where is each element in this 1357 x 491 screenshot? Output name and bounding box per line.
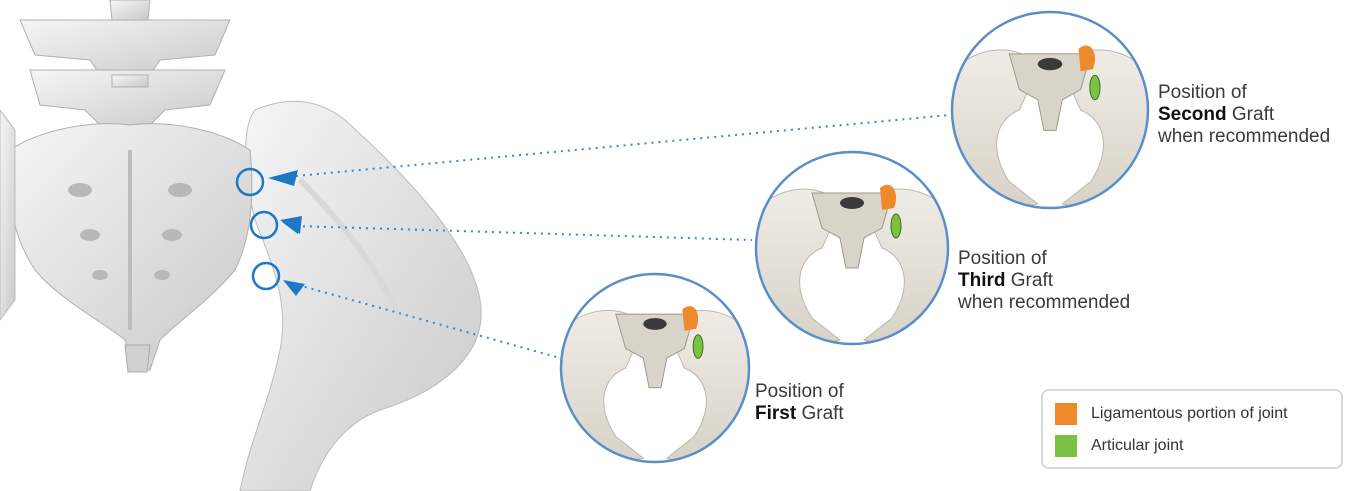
legend-label: Articular joint [1091, 437, 1183, 455]
legend-item-articular: Articular joint [1055, 435, 1183, 457]
caption-second-graft: Position of Second Graft when recommende… [1158, 82, 1330, 148]
ligamentous-joint-marker [682, 306, 698, 331]
lumbar-vertebrae [20, 0, 230, 125]
legend-item-ligamentous: Ligamentous portion of joint [1055, 403, 1288, 425]
pelvis-view-first [557, 274, 753, 462]
legend: Ligamentous portion of joint Articular j… [1041, 389, 1343, 469]
caption-third-graft: Position of Third Graft when recommended [958, 248, 1130, 314]
caption-bold: First [755, 403, 796, 424]
ilium-wing [240, 101, 481, 491]
articular-joint-marker [693, 335, 703, 359]
ligamentous-joint-marker [880, 185, 896, 210]
pelvis-view-third [752, 152, 952, 344]
legend-swatch-green [1055, 435, 1077, 457]
legend-swatch-orange [1055, 403, 1077, 425]
caption-first-graft: Position of First Graft [755, 381, 844, 425]
sacroiliac-illustration [0, 0, 481, 491]
legend-label: Ligamentous portion of joint [1091, 405, 1288, 423]
pelvis-view-second [948, 12, 1152, 208]
articular-joint-marker [1090, 75, 1100, 100]
caption-bold: Second [1158, 104, 1227, 125]
articular-joint-marker [891, 214, 901, 238]
caption-bold: Third [958, 270, 1006, 291]
ligamentous-joint-marker [1079, 45, 1095, 71]
